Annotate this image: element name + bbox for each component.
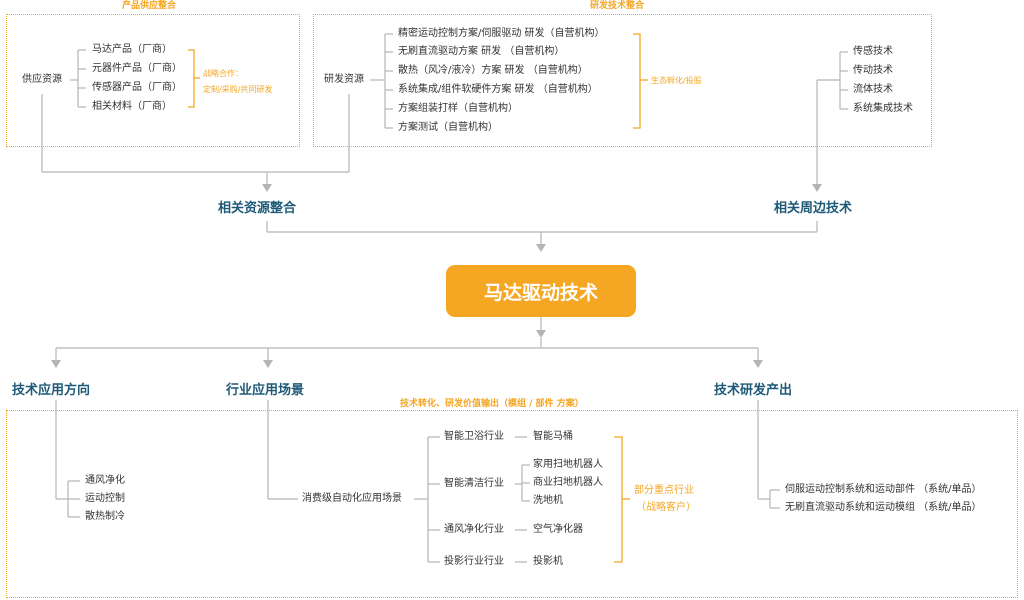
- output-item: 伺服运动控制系统和运动部件 （系统/单品）: [785, 484, 982, 495]
- product-item: 商业扫地机器人: [533, 477, 603, 488]
- key-industry-label: 部分重点行业: [634, 485, 694, 496]
- rd-item: 方案测试（自营机构）: [398, 122, 498, 133]
- rd-root: 研发资源: [324, 74, 364, 85]
- direction-item: 散热制冷: [85, 511, 125, 522]
- output-section-title: 技术转化、研发价值输出（模组 / 部件 方案）: [398, 398, 586, 410]
- supply-section-box: [6, 14, 300, 147]
- supply-note-detail: 定制/采购/共同研发: [203, 85, 273, 94]
- rd-section-title: 研发技术整合: [588, 0, 647, 12]
- rd-note: 生态孵化/投股: [651, 76, 702, 85]
- key-industry-sublabel: （战略客户）: [636, 502, 696, 513]
- industry-scene-heading: 行业应用场景: [226, 383, 305, 398]
- supply-note: 战略合作：: [203, 69, 243, 78]
- product-item: 家用扫地机器人: [533, 459, 603, 470]
- related-tech-heading: 相关周边技术: [774, 201, 853, 216]
- rd-item: 系统集成/组件软硬件方案 研发 （自营机构）: [398, 84, 598, 95]
- supply-item: 元器件产品（厂商）: [92, 63, 182, 74]
- industry-item: 智能卫浴行业: [444, 431, 504, 442]
- center-node-motor-drive: 马达驱动技术: [446, 265, 636, 317]
- peripheral-item: 传感技术: [853, 46, 893, 57]
- industry-item: 智能清洁行业: [444, 478, 504, 489]
- rd-output-heading: 技术研发产出: [714, 383, 793, 398]
- product-item: 空气净化器: [533, 524, 583, 535]
- rd-item: 精密运动控制方案/伺服驱动 研发（自营机构）: [398, 28, 605, 39]
- product-item: 智能马桶: [533, 431, 573, 442]
- direction-item: 通风净化: [85, 475, 125, 486]
- supply-section-title: 产品供应整合: [120, 0, 179, 12]
- direction-item: 运动控制: [85, 493, 125, 504]
- peripheral-item: 流体技术: [853, 84, 893, 95]
- supply-item: 马达产品（厂商）: [92, 44, 172, 55]
- scene-root: 消费级自动化应用场景: [302, 493, 402, 504]
- product-item: 投影机: [533, 556, 563, 567]
- peripheral-item: 传动技术: [853, 65, 893, 76]
- supply-item: 相关材料（厂商）: [92, 101, 172, 112]
- related-resources-heading: 相关资源整合: [218, 201, 297, 216]
- output-section-box: [6, 410, 1018, 598]
- rd-item: 散热（风冷/液冷）方案 研发 （自营机构）: [398, 65, 588, 76]
- output-item: 无刷直流驱动系统和运动模组 （系统/单品）: [785, 502, 982, 513]
- rd-item: 方案组装打样（自营机构）: [398, 103, 518, 114]
- industry-item: 通风净化行业: [444, 524, 504, 535]
- product-item: 洗地机: [533, 495, 563, 506]
- supply-item: 传感器产品（厂商）: [92, 82, 182, 93]
- industry-item: 投影行业行业: [444, 556, 504, 567]
- rd-section-box: [313, 14, 932, 147]
- rd-item: 无刷直流驱动方案 研发 （自营机构）: [398, 46, 565, 57]
- app-direction-heading: 技术应用方向: [12, 383, 91, 398]
- supply-root: 供应资源: [22, 74, 62, 85]
- peripheral-item: 系统集成技术: [853, 103, 913, 114]
